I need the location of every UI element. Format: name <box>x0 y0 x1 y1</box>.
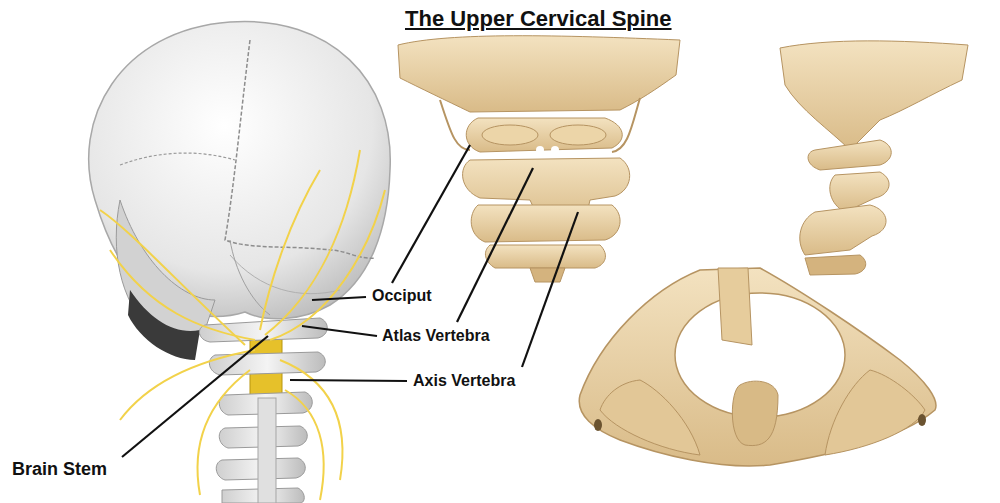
lateral-bone-view <box>780 41 968 275</box>
skull-drawing <box>89 21 391 360</box>
diagram-title: The Upper Cervical Spine <box>405 6 672 32</box>
part-label: Atlas Vertebra <box>382 327 490 345</box>
nerve-lines <box>100 150 385 500</box>
leader-lines <box>122 145 578 457</box>
part-label: Occiput <box>372 287 432 305</box>
part-label: Brain Stem <box>12 459 107 480</box>
part-label: Axis Vertebra <box>413 372 515 390</box>
posterior-bone-view <box>398 36 680 282</box>
atlas-top-view <box>579 268 936 466</box>
cervical-spine-drawing <box>199 318 327 503</box>
